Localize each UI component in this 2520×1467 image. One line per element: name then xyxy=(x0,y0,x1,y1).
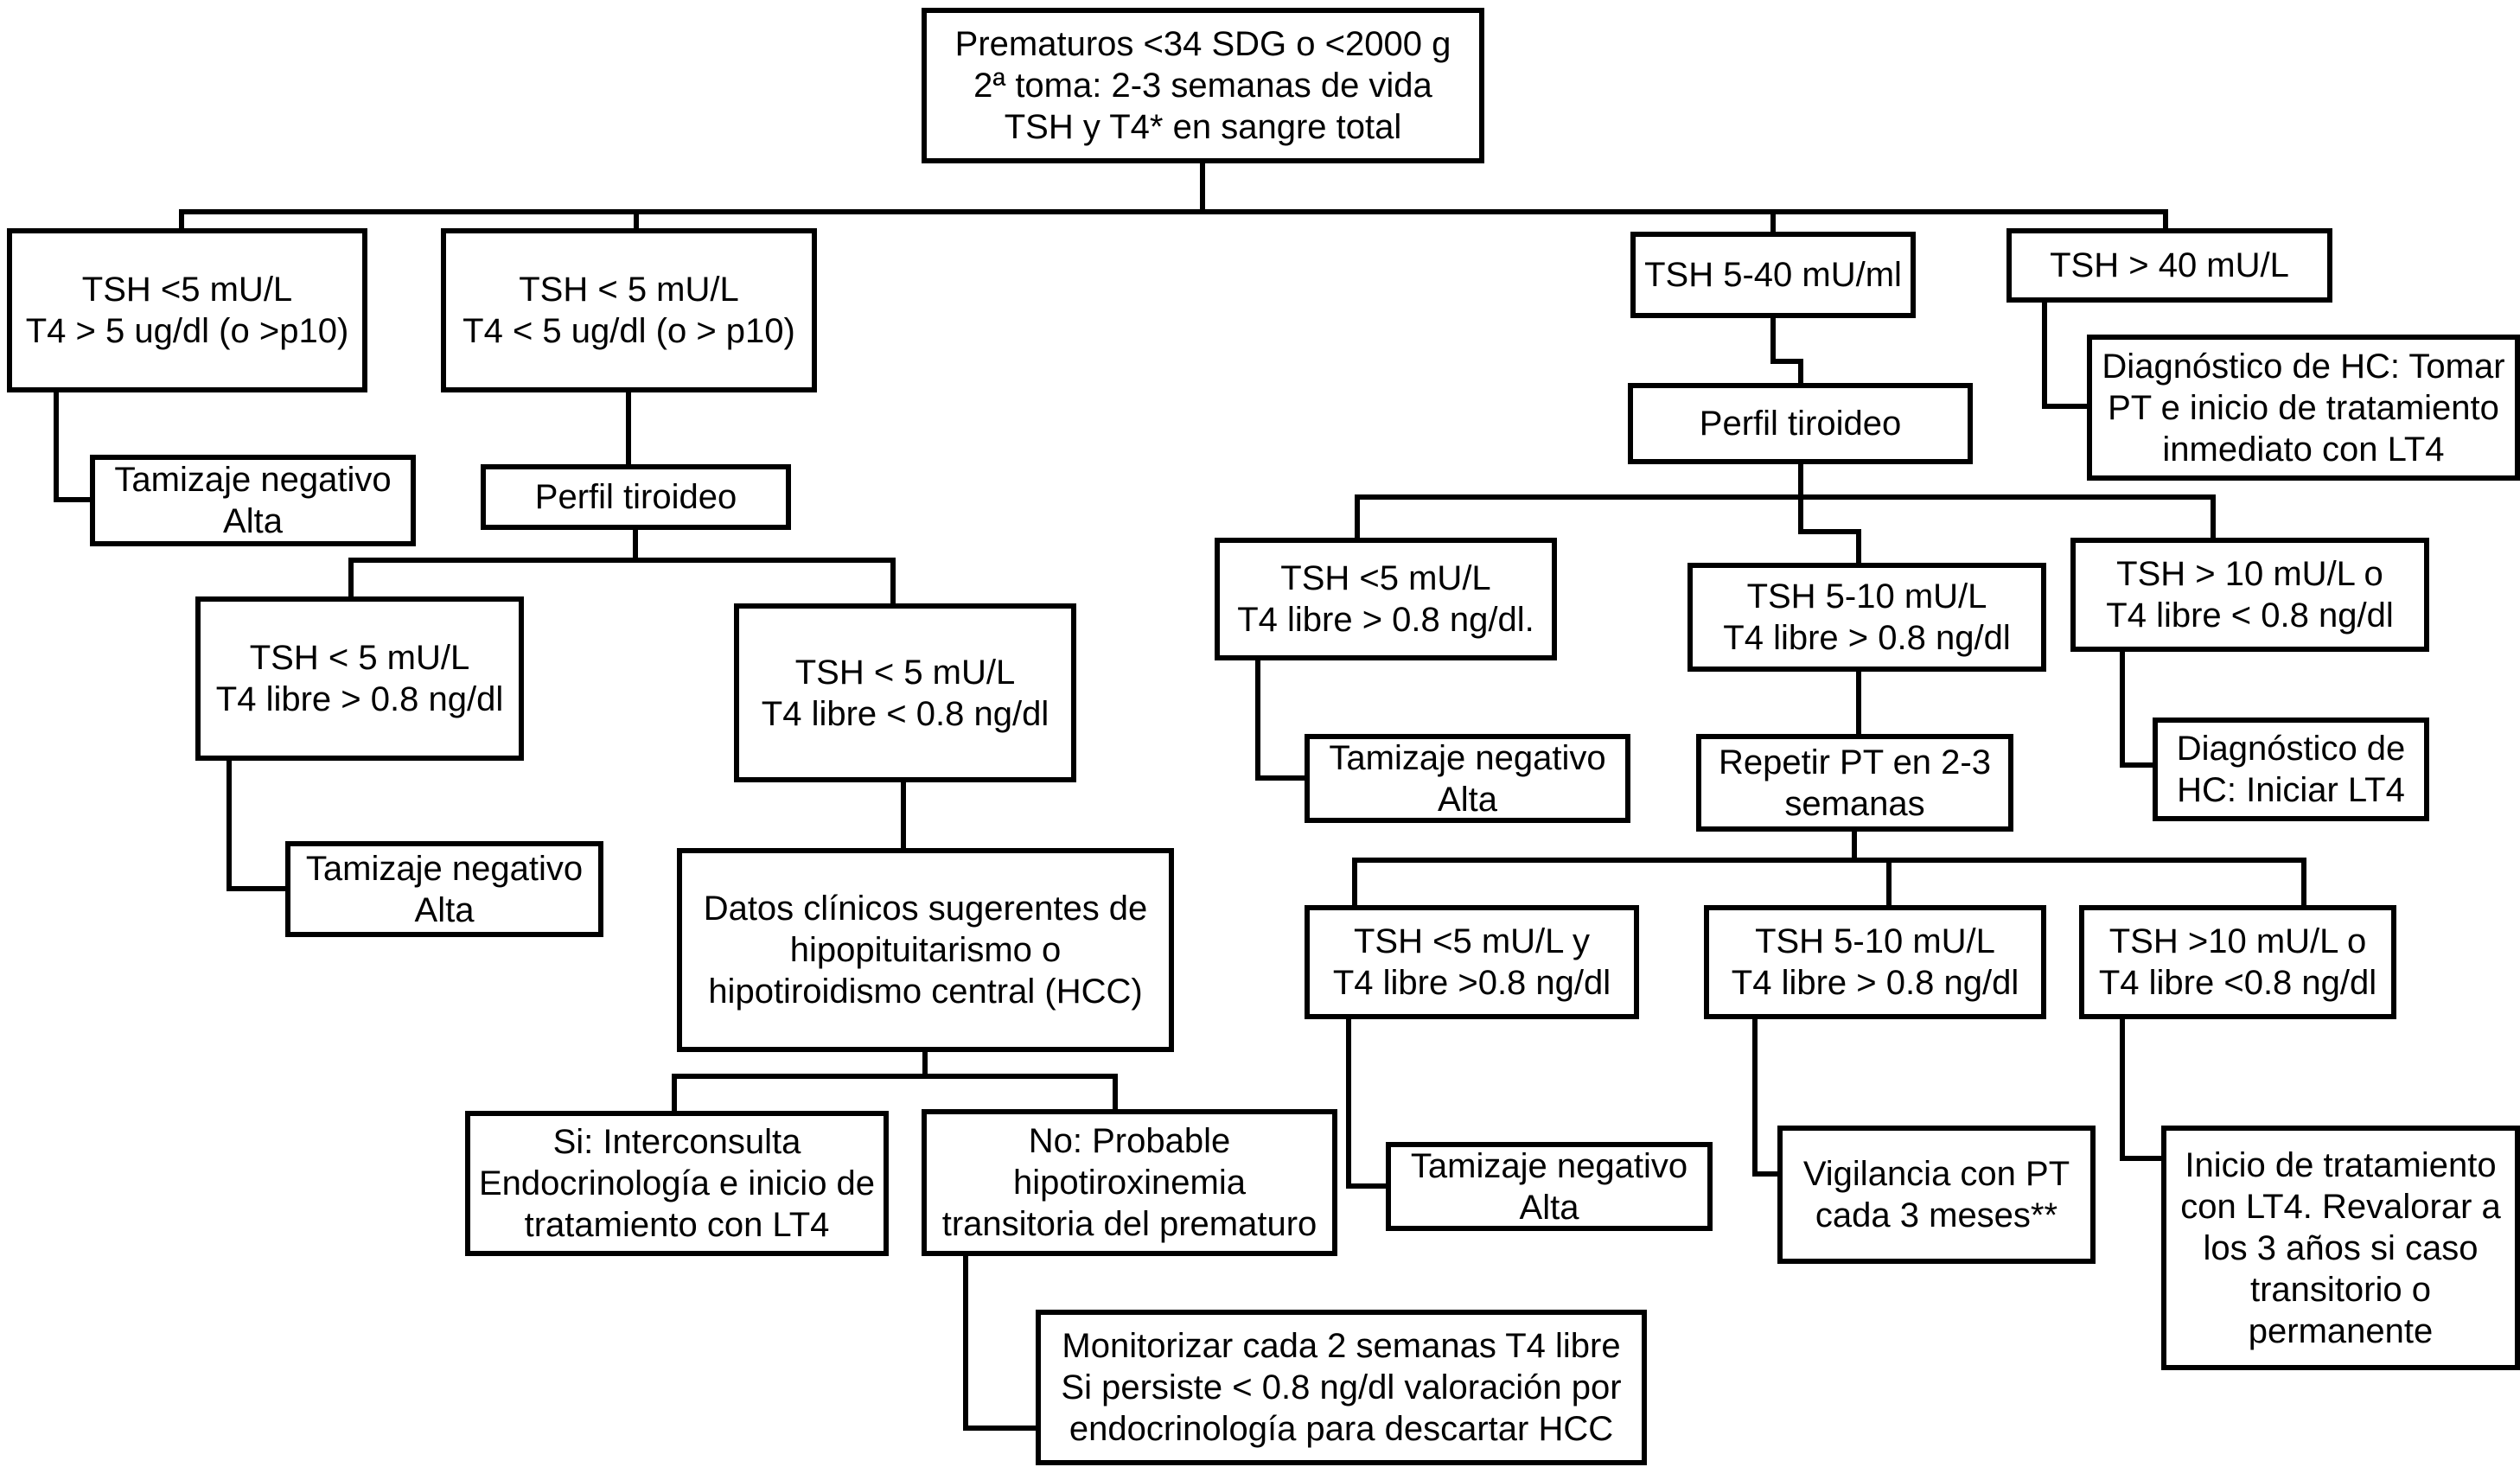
node-tsh-lt5-t4libre-lt08: TSH < 5 mU/L T4 libre < 0.8 ng/dl xyxy=(734,603,1076,782)
connector xyxy=(54,497,95,502)
node-tsh-lt5-t4libre-gt08: TSH < 5 mU/L T4 libre > 0.8 ng/dl xyxy=(195,596,524,761)
node-r-tsh-5-10: TSH 5-10 mU/L T4 libre > 0.8 ng/dl xyxy=(1687,563,2046,672)
connector xyxy=(2120,1156,2164,1161)
connector xyxy=(672,1074,677,1112)
node-perfil-tiroideo-1: Perfil tiroideo xyxy=(481,464,791,530)
connector xyxy=(626,392,631,465)
connector xyxy=(2042,404,2089,409)
connector xyxy=(633,530,638,563)
connector xyxy=(1200,163,1205,214)
connector xyxy=(901,782,906,849)
connector xyxy=(1798,464,1803,500)
node-tsh-5-40: TSH 5-40 mU/ml xyxy=(1630,232,1916,318)
connector xyxy=(2211,494,2216,539)
connector xyxy=(2042,303,2047,409)
connector xyxy=(1798,529,1861,534)
node-inicio-tratamiento: Inicio de tratamiento con LT4. Revalorar… xyxy=(2161,1126,2520,1370)
connector xyxy=(1856,672,1861,735)
connector xyxy=(922,1052,928,1079)
connector xyxy=(1355,494,1360,539)
connector xyxy=(1352,858,2306,863)
connector xyxy=(1346,1183,1389,1189)
node-tamizaje-negativo-4: Tamizaje negativo Alta xyxy=(1386,1142,1713,1231)
connector xyxy=(1798,359,1803,383)
connector xyxy=(890,558,896,604)
node-dx-hc-iniciar: Diagnóstico de HC: Iniciar LT4 xyxy=(2153,718,2429,821)
connector xyxy=(2120,1019,2125,1161)
node-monitorizar: Monitorizar cada 2 semanas T4 libre Si p… xyxy=(1036,1310,1647,1465)
node-tsh-gt-40: TSH > 40 mU/L xyxy=(2006,228,2332,303)
connector xyxy=(634,209,639,230)
connector xyxy=(1255,660,1260,781)
connector xyxy=(2120,762,2156,768)
node-tamizaje-negativo-3: Tamizaje negativo Alta xyxy=(1305,734,1630,823)
node-q-tsh-5-10: TSH 5-10 mU/L T4 libre > 0.8 ng/dl xyxy=(1704,905,2046,1019)
connector xyxy=(1752,1019,1758,1177)
connector xyxy=(963,1426,1037,1431)
connector xyxy=(2163,209,2168,230)
connector xyxy=(179,209,2166,214)
connector xyxy=(179,209,184,230)
connector xyxy=(1798,494,1803,534)
connector xyxy=(2120,652,2125,768)
connector xyxy=(1346,1019,1351,1189)
connector xyxy=(1255,775,1307,781)
connector xyxy=(1852,832,1857,863)
connector xyxy=(1770,318,1776,364)
node-tamizaje-negativo-1: Tamizaje negativo Alta xyxy=(90,455,416,546)
node-tsh-lt5-t4-lt5: TSH < 5 mU/L T4 < 5 ug/dl (o > p10) xyxy=(441,228,817,392)
node-dx-hc-tomar: Diagnóstico de HC: Tomar PT e inicio de … xyxy=(2087,335,2520,481)
node-root: Prematuros <34 SDG o <2000 g 2ª toma: 2-… xyxy=(922,8,1484,163)
node-vigilancia: Vigilancia con PT cada 3 meses** xyxy=(1777,1126,2096,1264)
node-repetir-pt: Repetir PT en 2-3 semanas xyxy=(1696,734,2013,832)
node-r-tsh-gt10: TSH > 10 mU/L o T4 libre < 0.8 ng/dl xyxy=(2070,538,2429,652)
connector xyxy=(226,761,232,891)
connector xyxy=(1113,1074,1118,1110)
connector xyxy=(672,1074,1118,1079)
connector xyxy=(1856,529,1861,564)
node-tsh-lt5-t4-gt5: TSH <5 mU/L T4 > 5 ug/dl (o >p10) xyxy=(7,228,367,392)
connector xyxy=(2301,858,2306,906)
node-r-tsh-lt5: TSH <5 mU/L T4 libre > 0.8 ng/dl. xyxy=(1215,538,1557,660)
node-no-probable: No: Probable hipotiroxinemia transitoria… xyxy=(922,1109,1337,1256)
node-perfil-tiroideo-2: Perfil tiroideo xyxy=(1628,383,1973,464)
connector xyxy=(226,886,290,891)
connector xyxy=(1752,1171,1780,1177)
node-tamizaje-negativo-2: Tamizaje negativo Alta xyxy=(285,841,603,937)
connector xyxy=(54,392,59,502)
node-q-tsh-lt5: TSH <5 mU/L y T4 libre >0.8 ng/dl xyxy=(1305,905,1639,1019)
connector xyxy=(1770,209,1776,237)
node-q-tsh-gt10: TSH >10 mU/L o T4 libre <0.8 ng/dl xyxy=(2079,905,2396,1019)
connector xyxy=(1352,858,1357,906)
connector xyxy=(1886,858,1892,906)
node-datos-clinicos: Datos clínicos sugerentes de hipopituita… xyxy=(677,848,1174,1052)
connector xyxy=(1355,494,2216,500)
node-si-interconsulta: Si: Interconsulta Endocrinología e inici… xyxy=(465,1111,889,1256)
connector xyxy=(963,1256,968,1431)
connector xyxy=(351,558,893,563)
connector xyxy=(1770,359,1803,364)
connector xyxy=(348,558,354,597)
